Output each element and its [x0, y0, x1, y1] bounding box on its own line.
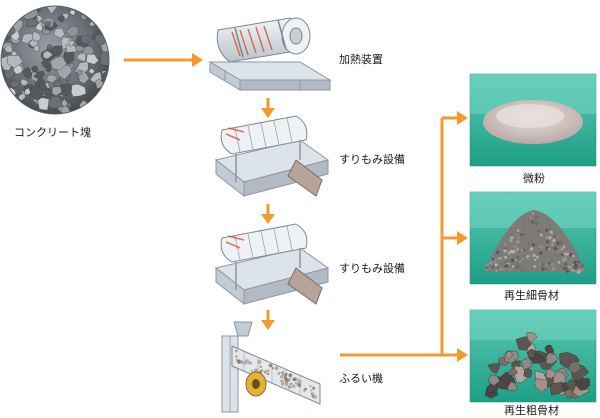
arrowhead-to-coarse-aggregate — [457, 348, 468, 362]
coarse-aggregate-label: 再生粗骨材 — [504, 404, 559, 417]
fine-powder-label: 微粉 — [523, 172, 545, 185]
concrete-lumps-image — [0, 5, 110, 115]
arrowhead-rubbing2-to-sieve — [261, 320, 275, 330]
sieve-machine-illustration — [221, 321, 321, 413]
sieve-machine-label: ふるい機 — [339, 372, 383, 385]
rubbing-equipment-1-label: すりもみ設備 — [339, 153, 405, 166]
rubbing-equipment-2-illustration — [214, 223, 330, 306]
fine-aggregate-label: 再生細骨材 — [504, 289, 559, 302]
heating-device-illustration — [208, 17, 332, 91]
arrowhead-to-fine-powder — [457, 111, 468, 125]
rubbing-equipment-2-label: すりもみ設備 — [339, 262, 405, 275]
fine-aggregate-image — [469, 191, 597, 285]
arrowhead-heating-to-rubbing1 — [261, 108, 275, 118]
flow-arrows — [124, 53, 468, 362]
fine-powder-image — [469, 73, 597, 167]
arrowhead-rubbing1-to-rubbing2 — [261, 214, 275, 224]
rubbing-equipment-1-illustration — [214, 115, 330, 198]
coarse-aggregate-image — [469, 309, 597, 403]
arrowhead-input-to-heating — [192, 53, 203, 67]
arrowhead-to-fine-aggregate — [457, 231, 468, 245]
heating-device-label: 加熱装置 — [339, 53, 383, 66]
input-label: コンクリート塊 — [14, 126, 91, 139]
